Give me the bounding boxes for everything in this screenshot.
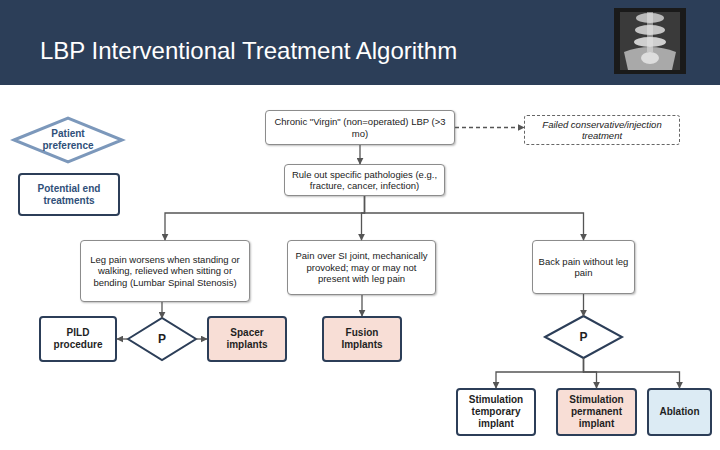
node-text: Pain over SI joint, mechanically provoke… bbox=[293, 250, 430, 284]
process-box: Failed conservative/injection treatment bbox=[524, 115, 680, 145]
node-text: Spacer implants bbox=[214, 327, 280, 351]
process-box: Back pain without leg pain bbox=[532, 240, 635, 294]
connector bbox=[584, 358, 680, 388]
connector bbox=[161, 302, 162, 318]
process-box: Pain over SI joint, mechanically provoke… bbox=[287, 240, 436, 295]
node-text: Potential end treatments bbox=[25, 183, 113, 207]
decision-diamond: P bbox=[545, 316, 622, 358]
page-title: LBP Interventional Treatment Algorithm bbox=[40, 37, 457, 65]
node-text: P bbox=[579, 330, 587, 344]
process-box: Stimulation permanent implant bbox=[556, 388, 637, 436]
connector bbox=[361, 295, 362, 316]
diamond-outline bbox=[128, 318, 196, 360]
node-text: Back pain without leg pain bbox=[538, 256, 629, 279]
diamond-outline bbox=[14, 118, 122, 162]
connector bbox=[165, 196, 365, 240]
node-text: P bbox=[158, 332, 166, 346]
process-box: Chronic "Virgin" (non=operated) LBP (>3 … bbox=[265, 110, 455, 145]
node-text: Stimulation permanent implant bbox=[563, 394, 630, 430]
node-text: Ablation bbox=[660, 406, 700, 418]
xray-image bbox=[614, 8, 686, 74]
process-box: Potential end treatments bbox=[18, 173, 120, 216]
decision-diamond: Patient preference bbox=[14, 118, 122, 162]
node-text: Rule out specific pathologies (e.g., fra… bbox=[290, 169, 439, 192]
connector bbox=[117, 338, 128, 339]
decision-diamond: P bbox=[128, 318, 196, 360]
connector bbox=[584, 358, 597, 388]
process-box: Ablation bbox=[647, 388, 712, 436]
connector bbox=[196, 338, 207, 339]
process-box: PILD procedure bbox=[39, 316, 117, 362]
node-text: Chronic "Virgin" (non=operated) LBP (>3 … bbox=[271, 116, 449, 139]
node-text: Patient preference bbox=[28, 128, 108, 152]
diamond-outline bbox=[545, 316, 622, 358]
process-box: Stimulation temporary implant bbox=[456, 388, 536, 436]
node-text: Fusion Implants bbox=[329, 327, 395, 351]
node-text: Leg pain worsens when standing or walkin… bbox=[86, 254, 244, 288]
connector bbox=[365, 196, 584, 240]
title-band: LBP Interventional Treatment Algorithm bbox=[0, 0, 720, 85]
process-box: Rule out specific pathologies (e.g., fra… bbox=[284, 164, 445, 196]
node-text: Failed conservative/injection treatment bbox=[530, 119, 674, 142]
connector bbox=[496, 358, 584, 388]
process-box: Spacer implants bbox=[207, 316, 287, 362]
node-text: PILD procedure bbox=[46, 327, 110, 351]
process-box: Fusion Implants bbox=[322, 316, 402, 362]
connector bbox=[455, 127, 524, 128]
node-text: Stimulation temporary implant bbox=[463, 394, 529, 430]
connector bbox=[362, 196, 365, 240]
connector bbox=[583, 294, 584, 316]
process-box: Leg pain worsens when standing or walkin… bbox=[80, 240, 250, 302]
connector bbox=[359, 145, 360, 164]
